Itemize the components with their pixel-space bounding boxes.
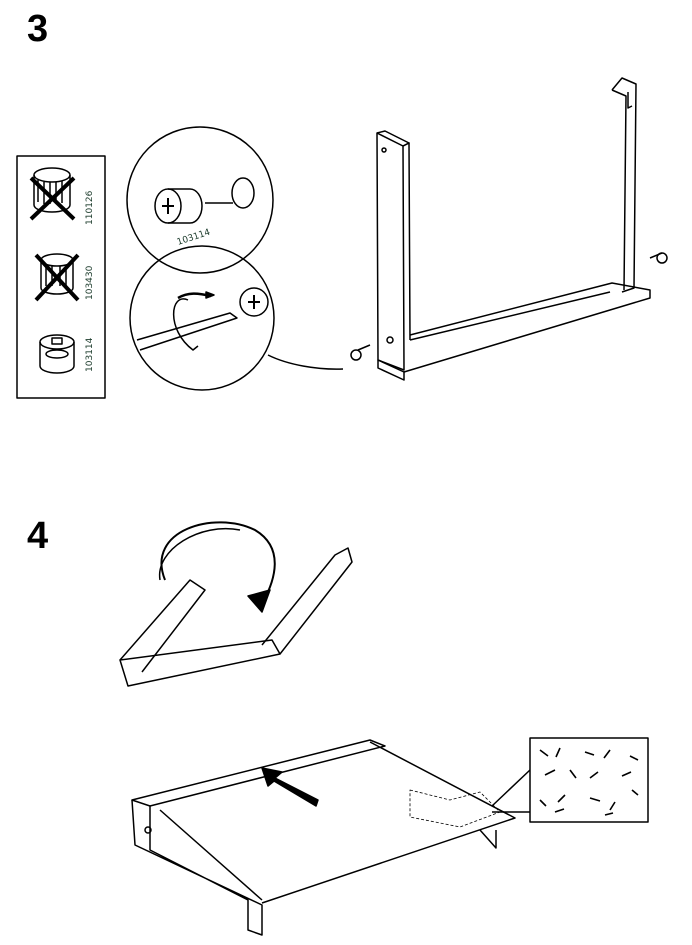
cam-lock-103114-icon (39, 334, 75, 374)
cam-lock-110126-icon (29, 167, 76, 221)
cam-lock-103430-icon (34, 253, 80, 302)
push-arrow-icon (261, 767, 319, 807)
cam-lock-left-icon (350, 349, 362, 361)
frame-flip-step4 (119, 521, 353, 687)
step-number-3: 3 (27, 8, 49, 50)
part-code-110126: 110126 (85, 190, 95, 225)
detail-part-code: 103114 (176, 228, 212, 248)
frame-panel-insertion (131, 737, 649, 936)
texture-detail-box (529, 737, 649, 823)
part-code-103430: 103430 (85, 265, 95, 300)
detail-circle-screwdriver (129, 245, 344, 391)
detail-circle-cam-lock (126, 126, 274, 274)
step-number-4: 4 (27, 515, 49, 557)
parts-panel (16, 155, 106, 399)
part-code-103114: 103114 (85, 337, 95, 372)
cam-lock-right-icon (656, 252, 668, 264)
rotate-arrow-icon (247, 589, 271, 613)
frame-assembly-step3 (350, 77, 668, 381)
